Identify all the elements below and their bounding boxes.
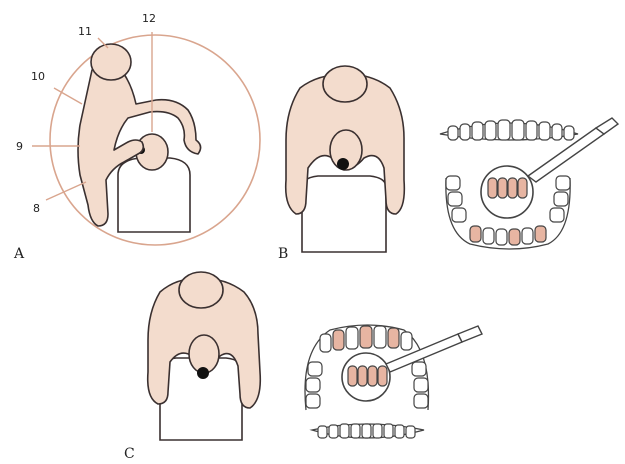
operator-head (91, 44, 131, 80)
dental-mirror (481, 166, 533, 218)
clock-number-9: 9 (16, 140, 23, 153)
operator-head (323, 66, 367, 102)
panel-label-a: A (13, 246, 25, 262)
dental-mirror (342, 353, 390, 401)
patient-chair (302, 176, 386, 252)
clock-line-10 (54, 88, 82, 104)
panel-label-b: B (278, 246, 288, 262)
clock-line-8 (46, 182, 86, 200)
operator-head (179, 272, 223, 308)
upper-dental-arch (440, 120, 578, 140)
patient-mouth (337, 158, 349, 170)
panel-b: B (278, 66, 618, 262)
lower-dental-arch (312, 424, 424, 438)
panel-label-c: C (124, 446, 135, 462)
clock-number-10: 10 (31, 70, 45, 83)
clock-number-8: 8 (33, 202, 40, 215)
clock-number-12: 12 (142, 12, 156, 25)
panel-c: C (124, 272, 482, 462)
panel-a: 12 11 10 9 8 A (13, 12, 260, 262)
clock-number-11: 11 (78, 25, 92, 38)
patient-mouth (197, 367, 209, 379)
